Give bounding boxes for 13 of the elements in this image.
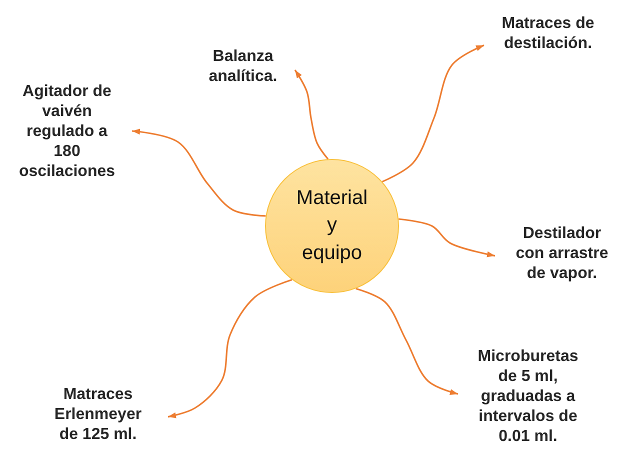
item-label: Balanza analítica.: [191, 47, 295, 87]
curved-arrow: [168, 278, 292, 418]
curved-arrow: [132, 128, 266, 217]
curved-arrow: [398, 218, 496, 258]
curved-arrow: [382, 44, 484, 182]
item-label: Matraces de destilación.: [484, 14, 612, 54]
item-label: Matraces Erlenmeyer de 125 ml.: [28, 385, 168, 445]
curved-arrow: [294, 70, 329, 160]
item-label: Agitador de vaivén regulado a 180 oscilaciones: [2, 82, 132, 182]
item-label: Destilador con arrastre de vapor.: [495, 224, 629, 284]
curved-arrow: [356, 288, 458, 395]
topic-label: Material y equipo: [296, 186, 368, 266]
item-label: Microburetas de 5 ml, graduadas a intervalos de 0.01 ml.: [458, 347, 598, 447]
